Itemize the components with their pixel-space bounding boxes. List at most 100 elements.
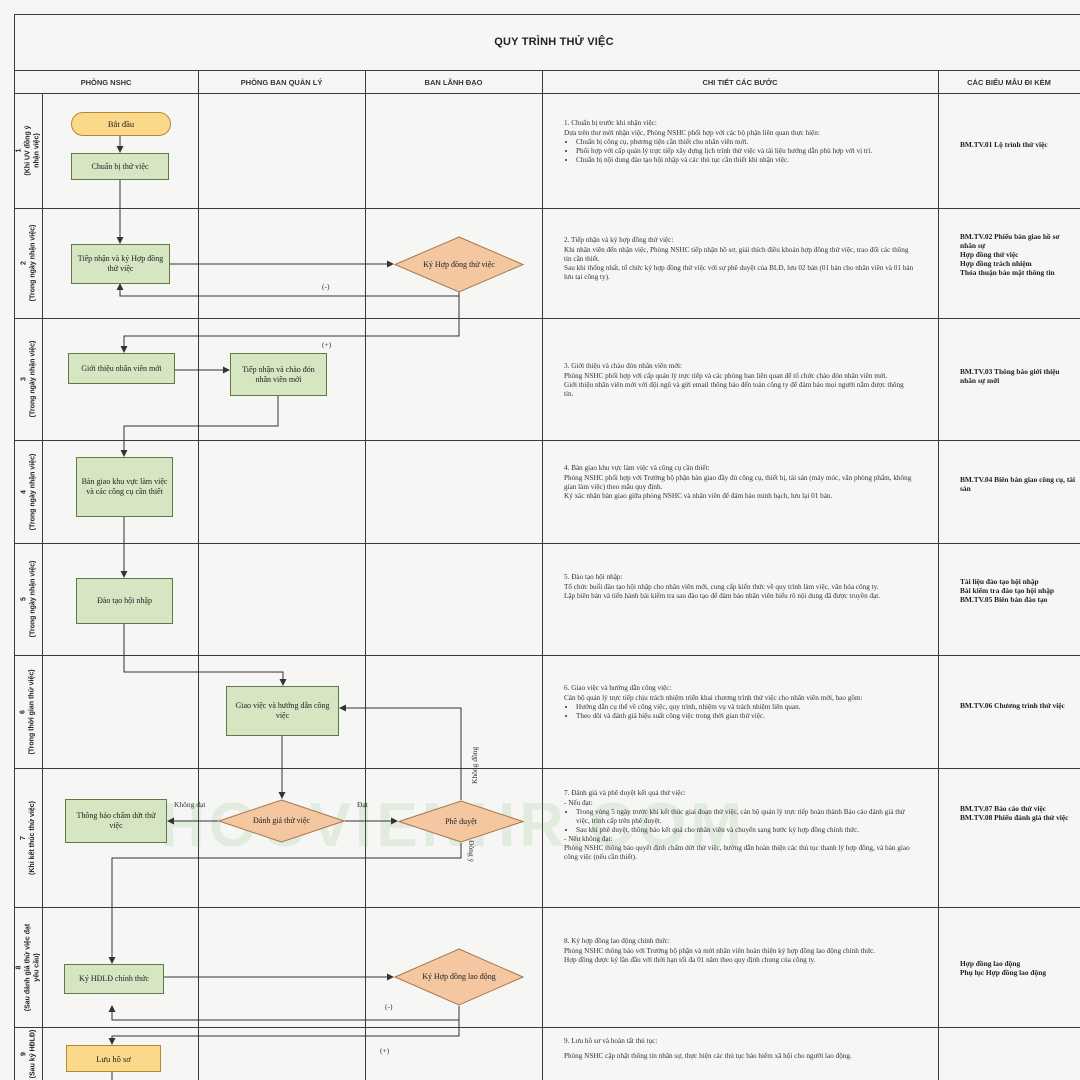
- forms-step-6: BM.TV.06 Chương trình thử việc: [960, 701, 1076, 710]
- forms-step-5: Tài liệu đào tạo hội nhập Bài kiểm tra đ…: [960, 577, 1076, 604]
- forms-step-2: BM.TV.02 Phiếu bàn giao hồ sơ nhân sự Hợ…: [960, 232, 1076, 277]
- detail-bullet: Trong vòng 5 ngày trước khi kết thúc gia…: [576, 808, 914, 826]
- detail-title: 9. Lưu hồ sơ và hoàn tất thủ tục:: [564, 1037, 658, 1045]
- start-terminal: Bắt đầu: [71, 112, 171, 136]
- forms-step-1: BM.TV.01 Lộ trình thử việc: [960, 140, 1076, 149]
- forms-step-7: BM.TV.07 Báo cáo thử việc BM.TV.08 Phiếu…: [960, 804, 1076, 822]
- row-divider: [14, 655, 1080, 656]
- col-divider: [938, 70, 939, 1080]
- row-divider: [14, 768, 1080, 769]
- form-item: BM.TV.01 Lộ trình thử việc: [960, 140, 1048, 149]
- col-header-phong-ban-quan-ly: PHÒNG BAN QUẢN LÝ: [240, 77, 323, 87]
- detail-text: Khi nhân viên đến nhận việc, Phòng NSHC …: [564, 246, 909, 263]
- detail-step-2: 2. Tiếp nhận và ký hợp đồng thử việc: Kh…: [564, 236, 914, 282]
- col-header-chi-tiet: CHI TIẾT CÁC BƯỚC: [702, 77, 778, 87]
- detail-step-8: 8. Ký hợp đồng lao động chính thức: Phòn…: [564, 937, 914, 965]
- process-sign-official: Ký HĐLĐ chính thức: [64, 964, 164, 994]
- col-divider: [365, 70, 366, 1080]
- form-item: BM.TV.03 Thông báo giới thiệu nhân sự mớ…: [960, 367, 1060, 385]
- form-item: Hợp đồng thử việc: [960, 250, 1019, 259]
- detail-text: Tổ chức buổi đào tạo hội nhập cho nhân v…: [564, 583, 879, 591]
- detail-title: 6. Giao việc và hướng dẫn công việc:: [564, 684, 672, 692]
- detail-bullets: Hướng dẫn cụ thể về công việc, quy trình…: [564, 703, 914, 721]
- process-notify-end: Thông báo chấm dứt thử việc: [65, 799, 167, 843]
- form-item: BM.TV.07 Báo cáo thử việc: [960, 804, 1047, 813]
- col-divider: [542, 70, 543, 1080]
- frame-top: [14, 14, 1080, 15]
- frame-left: [14, 14, 15, 1080]
- col-header-ban-lanh-dao: BAN LÃNH ĐẠO: [424, 77, 483, 87]
- col-header-phong-nshc: PHÒNG NSHC: [80, 77, 132, 87]
- flow-label-plus: (+): [380, 1046, 390, 1055]
- detail-text: Lập biên bản và tiến hành bài kiểm tra s…: [564, 592, 881, 600]
- detail-bullets: Trong vòng 5 ngày trước khi kết thúc gia…: [564, 808, 914, 835]
- forms-step-8: Hợp đồng lao động Phụ lục Hợp đồng lao đ…: [960, 959, 1076, 977]
- row-divider: [14, 543, 1080, 544]
- archive-document: Lưu hồ sơ: [66, 1045, 161, 1072]
- detail-step-5: 5. Đào tạo hội nhập: Tổ chức buổi đào tạ…: [564, 573, 914, 601]
- form-item: BM.TV.04 Biên bản giao công cụ, tài sản: [960, 475, 1076, 493]
- process-training: Đào tạo hội nhập: [76, 578, 173, 624]
- decision-sign-labor: Ký Hợp đồng lao động: [394, 948, 524, 1006]
- row-divider: [14, 907, 1080, 908]
- form-item: BM.TV.05 Biên bản đào tạo: [960, 595, 1048, 604]
- detail-bullet: Phối hợp với cấp quản lý trực tiếp xây d…: [576, 147, 914, 156]
- process-receive-sign: Tiếp nhận và ký Hợp đồng thử việc: [71, 244, 170, 284]
- detail-text: Phòng NSHC phối hợp với Trưởng bộ phận b…: [564, 474, 912, 491]
- row-divider: [14, 318, 1080, 319]
- detail-title: 4. Bàn giao khu vực làm việc và công cụ …: [564, 464, 710, 472]
- detail-bullet: Chuẩn bị công cụ, phương tiện cần thiết …: [576, 138, 914, 147]
- detail-title: 1. Chuẩn bị trước khi nhận việc:: [564, 119, 657, 127]
- detail-step-1: 1. Chuẩn bị trước khi nhận việc: Dựa trê…: [564, 119, 914, 165]
- detail-title: 8. Ký hợp đồng lao động chính thức:: [564, 937, 670, 945]
- form-item: Bài kiểm tra đào tạo hội nhập: [960, 586, 1055, 595]
- document-title: QUY TRÌNH THỬ VIỆC: [494, 36, 614, 48]
- form-item: Hợp đồng lao động: [960, 959, 1021, 968]
- decision-sign-labor-label: Ký Hợp đồng lao động: [422, 972, 496, 981]
- process-introduce: Giới thiệu nhân viên mới: [68, 353, 175, 384]
- form-item: BM.TV.08 Phiếu đánh giá thử việc: [960, 813, 1069, 822]
- detail-step-6: 6. Giao việc và hướng dẫn công việc: Cán…: [564, 684, 914, 721]
- detail-text: Sau khi thống nhất, tổ chức ký hợp đồng …: [564, 264, 914, 281]
- forms-step-3: BM.TV.03 Thông báo giới thiệu nhân sự mớ…: [960, 367, 1076, 385]
- decision-evaluate: Đánh giá thử việc: [218, 799, 345, 843]
- detail-bullets: Chuẩn bị công cụ, phương tiện cần thiết …: [564, 138, 914, 165]
- row-divider: [14, 208, 1080, 209]
- form-item: BM.TV.02 Phiếu bàn giao hồ sơ nhân sự: [960, 232, 1060, 250]
- detail-text: Phòng NSHC thông báo với Trưởng bộ phận …: [564, 947, 876, 955]
- process-handover: Bàn giao khu vực làm việc và các công cụ…: [76, 457, 173, 517]
- flow-label-not-pass: Không đạt: [174, 800, 206, 809]
- title-divider: [14, 70, 1080, 71]
- detail-step-3: 3. Giới thiệu và chào đón nhân viên mới:…: [564, 362, 914, 399]
- process-prepare: Chuẩn bị thử việc: [71, 153, 169, 180]
- form-item: Tài liệu đào tạo hội nhập: [960, 577, 1039, 586]
- col-header-bieu-mau: CÁC BIỂU MẪU ĐI KÈM: [967, 77, 1051, 87]
- detail-step-7: 7. Đánh giá và phê duyệt kết quả thử việ…: [564, 789, 914, 862]
- detail-title: 3. Giới thiệu và chào đón nhân viên mới:: [564, 362, 682, 370]
- detail-step-4: 4. Bàn giao khu vực làm việc và công cụ …: [564, 464, 914, 501]
- detail-title: 7. Đánh giá và phê duyệt kết quả thử việ…: [564, 789, 686, 797]
- row-divider: [14, 1027, 1080, 1028]
- detail-text: Phòng NSHC phối hợp với cấp quản lý trực…: [564, 372, 888, 380]
- detail-text: Phòng NSHC cập nhật thông tin nhân sự, t…: [564, 1052, 852, 1060]
- detail-text: Dựa trên thư mời nhận việc, Phòng NSHC p…: [564, 129, 820, 137]
- decision-sign-probation-label: Ký Hợp đồng thử việc: [423, 259, 495, 269]
- row-divider: [14, 440, 1080, 441]
- detail-text: Cán bộ quản lý trực tiếp chịu trách nhiệ…: [564, 694, 863, 702]
- col-divider: [42, 93, 43, 1080]
- detail-bullet: Theo dõi và đánh giá hiệu suất công việc…: [576, 712, 914, 721]
- detail-bullet: Chuẩn bị nội dung đào tạo hội nhập và cá…: [576, 156, 914, 165]
- col-divider: [198, 70, 199, 1080]
- header-divider: [14, 93, 1080, 94]
- detail-title: 5. Đào tạo hội nhập:: [564, 573, 623, 581]
- flow-label-minus: (-): [385, 1002, 393, 1011]
- process-assign: Giao việc và hướng dẫn công việc: [226, 686, 339, 736]
- decision-evaluate-label: Đánh giá thử việc: [253, 816, 310, 825]
- detail-text: Phòng NSHC thông báo quyết định chấm dứt…: [564, 844, 910, 861]
- form-item: Phụ lục Hợp đồng lao động: [960, 968, 1047, 977]
- process-welcome: Tiếp nhận và chào đón nhân viên mới: [230, 353, 327, 396]
- detail-bullet: Sau khi phê duyệt, thông báo kết quả cho…: [576, 826, 914, 835]
- detail-step-9: 9. Lưu hồ sơ và hoàn tất thủ tục: Phòng …: [564, 1037, 914, 1061]
